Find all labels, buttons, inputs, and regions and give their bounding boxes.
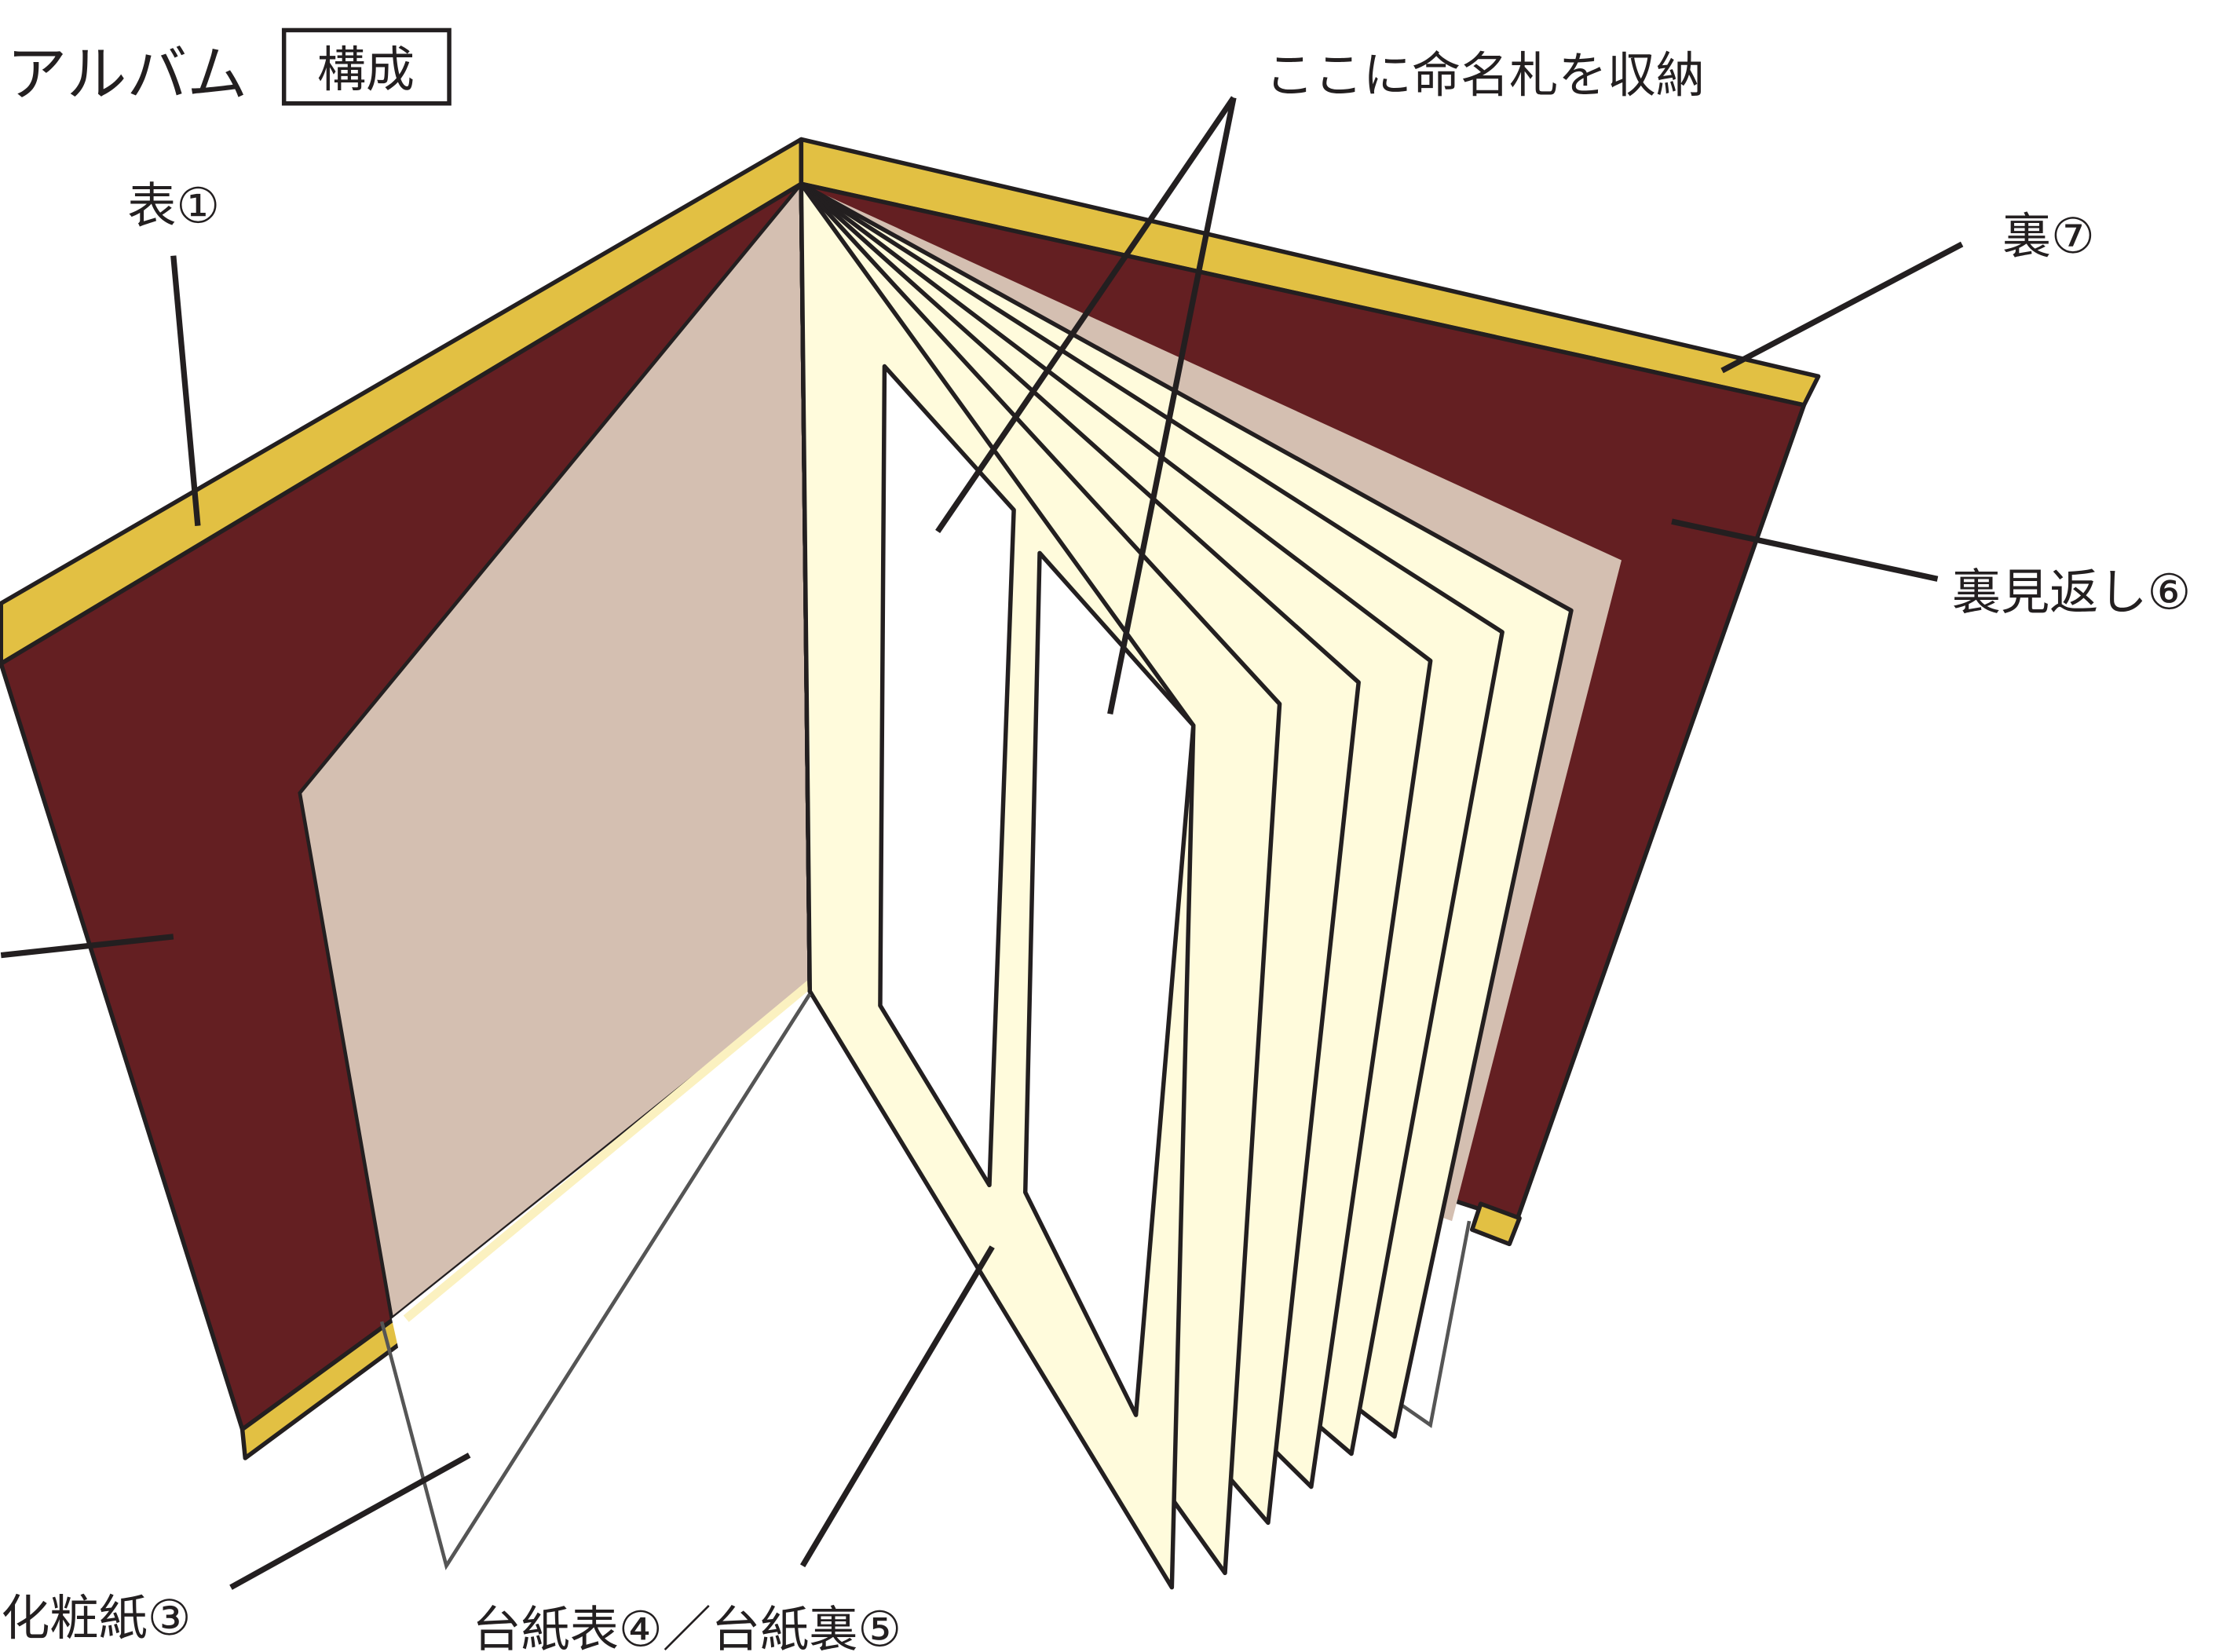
back-cover-bottom-edge (1469, 1201, 1522, 1247)
leader-tissue-paper (229, 1453, 471, 1590)
photo-window (1022, 550, 1196, 1417)
leader-name-tag-2 (1107, 97, 1237, 715)
leader-front-endpaper (0, 934, 174, 959)
tissue-edge (403, 981, 813, 1322)
front-tissue-paper (391, 984, 810, 1566)
front-cover (0, 137, 813, 1570)
label-back-cover: 裏⑦ (2002, 207, 2095, 265)
label-back-endpaper: 裏見返し⑥ (1952, 564, 2192, 621)
label-mount: 台紙表④／台紙裏⑤ (472, 1601, 901, 1652)
title-badge: 構成 (317, 41, 415, 98)
mount-pages (799, 139, 1574, 1590)
label-name-tag: ここに命名札を収納 (1265, 46, 1705, 104)
label-front-cover: 表① (127, 177, 220, 235)
label-tissue-paper: 化粧紙③ (1, 1589, 191, 1647)
photo-window (878, 364, 1016, 1188)
title-badge-box (281, 27, 452, 106)
title: アルバム (7, 40, 248, 110)
leader-name-tag-1 (935, 96, 1237, 534)
leader-mount-front (444, 992, 812, 1567)
leader-front-cover (170, 255, 201, 526)
leader-back-endpaper (1671, 518, 1939, 582)
leader-back-cover (1720, 241, 1964, 374)
leader-mount (799, 1245, 995, 1568)
